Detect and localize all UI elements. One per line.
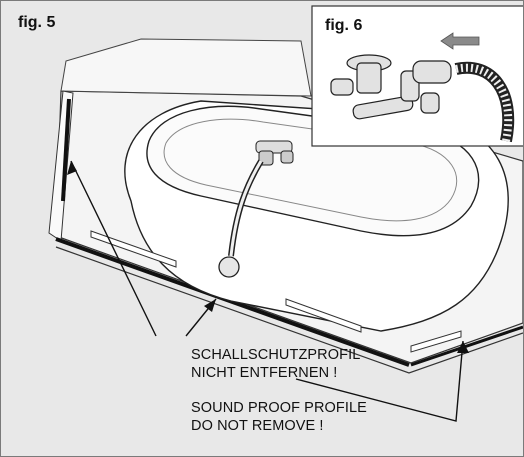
- drain-assembly-detail: [330, 54, 452, 120]
- base-frame-edge: [55, 246, 523, 374]
- warning-german-line-1: SCHALLSCHUTZPROFIL: [191, 347, 361, 363]
- bathtub-basin: [163, 118, 458, 222]
- support-feet: [90, 230, 462, 353]
- warning-english-line-1: SOUND PROOF PROFILE: [191, 400, 367, 416]
- main-figure-label: fig. 5: [18, 14, 56, 31]
- overflow-fitting: [255, 140, 294, 166]
- leader-arrows: [67, 160, 469, 422]
- rear-wall-panel: [60, 38, 312, 97]
- wall-profile-strip: [61, 98, 71, 202]
- warning-note-english: SOUND PROOF PROFILE DO NOT REMOVE !: [191, 399, 367, 435]
- warning-german-line-2: NICHT ENTFERNEN !: [191, 365, 338, 381]
- side-profile-strip: [410, 325, 523, 367]
- warning-note-german: SCHALLSCHUTZPROFIL NICHT ENTFERNEN !: [191, 346, 360, 382]
- inset-figure-label: fig. 6: [325, 17, 363, 34]
- flow-direction-arrow: [440, 32, 480, 50]
- hose-end-cap: [218, 256, 240, 278]
- warning-english-line-2: DO NOT REMOVE !: [191, 418, 324, 434]
